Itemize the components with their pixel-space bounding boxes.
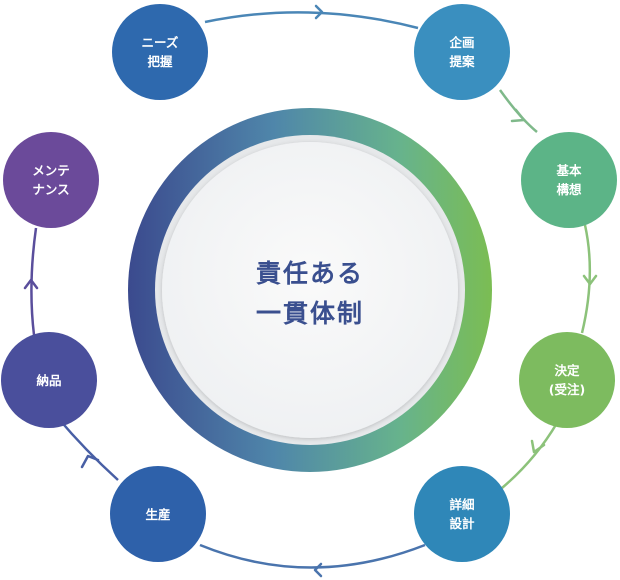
node-planning: 企画 提案 <box>414 4 510 100</box>
arrow-right-icon <box>314 4 324 20</box>
node-label-line2: (受注) <box>549 382 585 397</box>
connector-planning-to-basic-concept <box>498 89 538 133</box>
center-hub: 責任ある 一貫体制 <box>128 108 492 472</box>
arrow-down-left-icon <box>530 439 546 454</box>
connector-delivery-to-maintenance <box>30 227 38 336</box>
arrow-up-left-icon <box>80 454 100 469</box>
node-circle <box>414 4 510 100</box>
arrow-down-right-icon <box>510 108 526 123</box>
arrow-left-icon <box>313 562 323 578</box>
node-circle <box>3 132 99 228</box>
connector-detailed-design-to-production <box>199 543 426 569</box>
node-label-line1: ニーズ <box>142 35 179 50</box>
node-label-line1: 生産 <box>145 507 170 522</box>
node-label-line2: 設計 <box>449 516 475 531</box>
center-title-line1: 責任ある <box>256 259 364 288</box>
connector-decision-to-detailed-design <box>501 422 559 489</box>
node-production: 生産 <box>110 466 206 562</box>
node-basic-concept: 基本 構想 <box>521 132 617 228</box>
node-label-line2: ナンス <box>32 182 69 197</box>
arrow-up-icon <box>23 278 39 290</box>
node-label-line1: 詳細 <box>449 497 474 512</box>
node-detailed-design: 詳細 設計 <box>414 466 510 562</box>
arrow-down-icon <box>582 274 598 286</box>
cycle-arrows <box>23 4 598 578</box>
node-decision: 決定 (受注) <box>519 332 615 428</box>
node-circle <box>112 4 208 100</box>
node-delivery: 納品 <box>1 332 97 428</box>
node-label-line2: 構想 <box>556 182 582 197</box>
node-needs: ニーズ 把握 <box>112 4 208 100</box>
center-title-line2: 一貫体制 <box>256 299 364 328</box>
node-label-line2: 把握 <box>147 54 173 69</box>
node-label-line1: 基本 <box>555 163 582 178</box>
node-maintenance: メンテ ナンス <box>3 132 99 228</box>
node-label-line1: 決定 <box>554 363 580 378</box>
cycle-connectors <box>30 11 592 569</box>
node-circle <box>521 132 617 228</box>
connector-basic-concept-to-decision <box>580 224 592 334</box>
node-circle <box>110 466 206 562</box>
node-label-line1: 納品 <box>36 373 61 388</box>
node-label-line1: メンテ <box>32 163 70 178</box>
center-disc <box>162 142 458 438</box>
connector-needs-to-planning <box>204 11 419 30</box>
node-circle <box>414 466 510 562</box>
node-circle <box>519 332 615 428</box>
connector-production-to-delivery <box>57 417 119 481</box>
node-label-line1: 企画 <box>448 35 474 50</box>
node-circle <box>1 332 97 428</box>
node-label-line2: 提案 <box>449 54 475 69</box>
